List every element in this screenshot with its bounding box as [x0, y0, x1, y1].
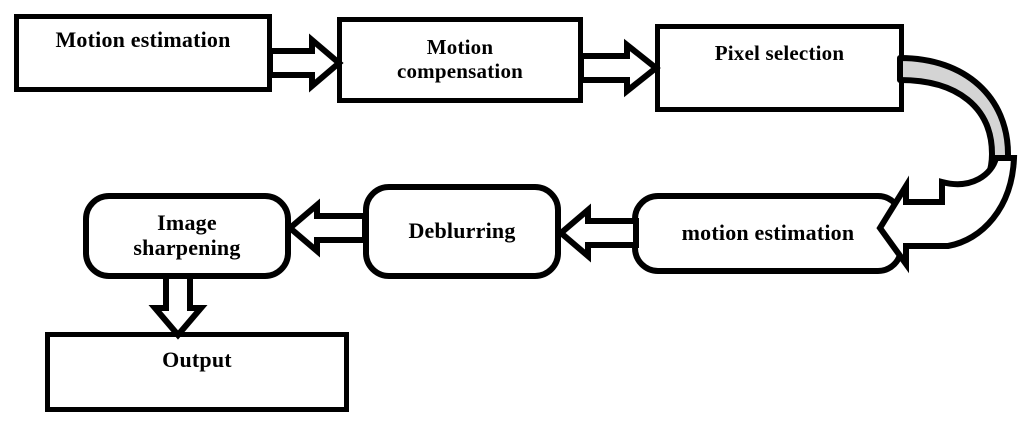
node-label: Image sharpening [133, 210, 241, 260]
node-motion-estimation-lower[interactable]: motion estimation [632, 193, 904, 274]
node-label: Deblurring [408, 218, 516, 244]
arrow-curved-icon-pixel-selection-to-motion-estimation [876, 50, 1024, 274]
node-motion-estimation[interactable]: Motion estimation [14, 14, 272, 92]
node-output[interactable]: Output [45, 332, 349, 412]
arrow-left-icon-deblurring-to-image-sharpening [285, 198, 369, 258]
node-label: motion estimation [681, 220, 855, 246]
node-motion-compensation[interactable]: Motion compensation [337, 17, 583, 103]
node-label: Motion estimation [55, 27, 231, 52]
node-deblurring[interactable]: Deblurring [363, 184, 561, 279]
arrow-left-icon-motion-estimation-to-deblurring [556, 203, 640, 263]
arrow-down-icon-image-sharpening-to-output [148, 273, 208, 340]
node-label: Pixel selection [714, 41, 845, 65]
node-pixel-selection[interactable]: Pixel selection [655, 24, 904, 112]
arrow-right-icon-motion-estimation-to-compensation [267, 33, 344, 93]
arrow-right-icon-compensation-to-pixel-selection [578, 38, 661, 98]
node-label: Motion compensation [396, 35, 524, 83]
node-image-sharpening[interactable]: Image sharpening [83, 193, 291, 279]
node-label: Output [162, 347, 232, 372]
